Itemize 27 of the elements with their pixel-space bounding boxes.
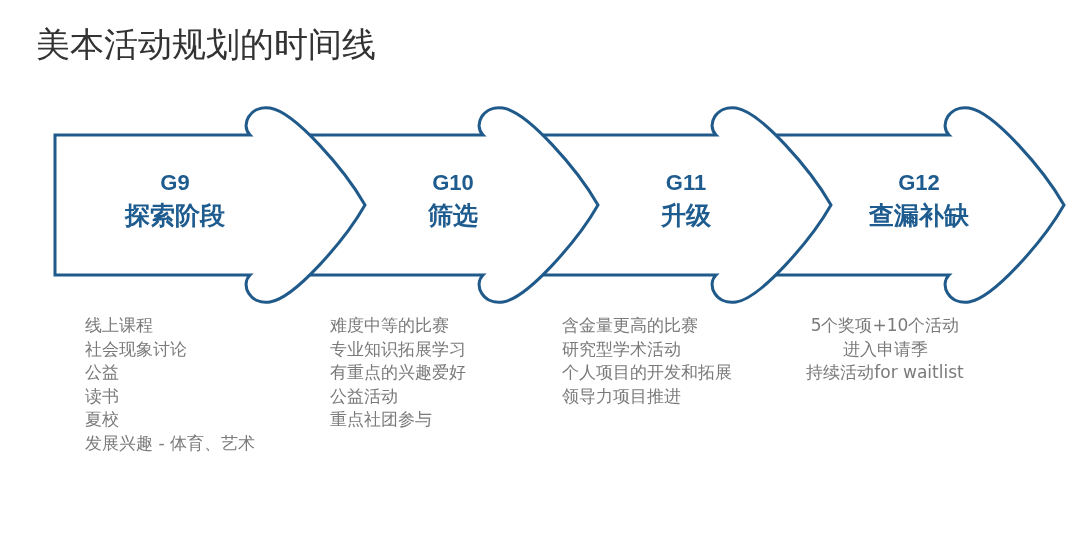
stage-grade: G10 — [432, 169, 474, 197]
activity-item: 专业知识拓展学习 — [330, 337, 466, 361]
activity-item: 个人项目的开发和拓展 — [562, 361, 732, 384]
activity-item: 持续活动for waitlist — [806, 361, 964, 384]
activity-item: 有重点的兴趣爱好 — [330, 361, 466, 384]
activity-item: 公益 — [85, 361, 119, 384]
stage-title: 探索阶段 — [125, 200, 225, 231]
stage-title: 升级 — [661, 200, 711, 231]
stage-title: 查漏补缺 — [869, 200, 969, 231]
activity-item: 领导力项目推进 — [562, 384, 681, 408]
activity-item: 发展兴趣 - 体育、艺术 — [85, 431, 255, 455]
title: 美本活动规划的时间线 — [36, 23, 376, 66]
activity-item: 线上课程 — [85, 314, 153, 337]
activity-item: 读书 — [85, 384, 119, 408]
activity-item: 进入申请季 — [842, 337, 928, 361]
activity-item: 含金量更高的比赛 — [562, 314, 698, 337]
stage-grade: G9 — [160, 169, 190, 197]
activity-item: 重点社团参与 — [330, 408, 432, 431]
stage-title: 筛选 — [428, 200, 478, 231]
activity-item: 难度中等的比赛 — [330, 314, 449, 337]
activity-item: 公益活动 — [330, 384, 398, 408]
activity-item: 社会现象讨论 — [85, 337, 187, 361]
activity-item: 研究型学术活动 — [562, 337, 681, 361]
stage-grade: G12 — [898, 169, 940, 197]
activity-item: 夏校 — [85, 408, 119, 431]
stage-grade: G11 — [665, 169, 707, 197]
activity-item: 5个奖项+10个活动 — [810, 314, 960, 337]
